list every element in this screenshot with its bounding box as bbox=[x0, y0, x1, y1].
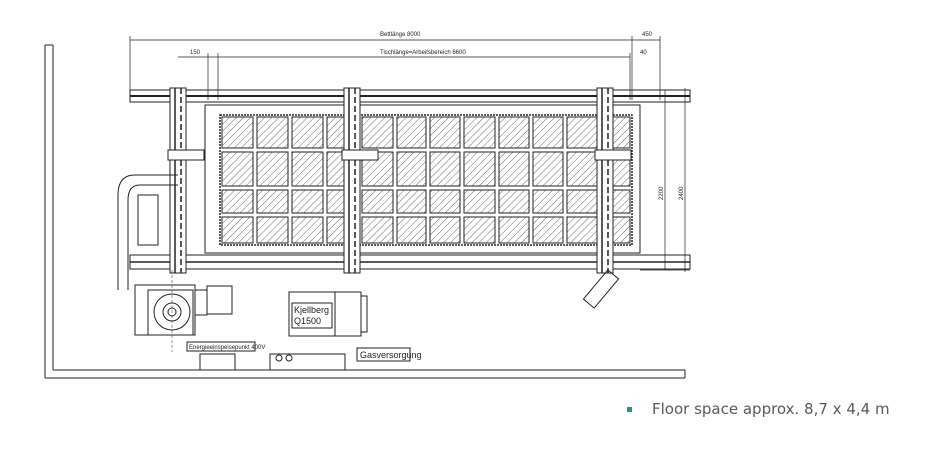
table-slat-cell bbox=[361, 216, 394, 244]
table-slat-cell bbox=[256, 151, 289, 187]
gantries bbox=[167, 87, 632, 274]
table-slat-cell bbox=[498, 151, 530, 187]
dim-width-inner: 2200 bbox=[659, 186, 665, 200]
power-feed-tag bbox=[186, 341, 256, 352]
table-slat-cell bbox=[463, 216, 496, 244]
table-slat-cell bbox=[256, 116, 289, 149]
table-slat-cell bbox=[498, 216, 530, 244]
torch-carriage bbox=[167, 149, 205, 161]
dim-right-offset: 450 bbox=[642, 32, 653, 38]
gantry bbox=[343, 87, 361, 274]
table-slat-cell bbox=[361, 189, 394, 214]
table-slat-cell bbox=[566, 116, 598, 149]
table-slat-cell bbox=[429, 151, 461, 187]
dim-width-outer: 2400 bbox=[679, 186, 685, 200]
torch-head bbox=[582, 269, 620, 309]
plasma-source bbox=[288, 291, 368, 337]
bullet-icon bbox=[627, 406, 632, 412]
dim-bed-length: Bettlänge 8000 bbox=[380, 32, 421, 38]
cutting-table bbox=[219, 114, 633, 246]
table-slat-cell bbox=[221, 151, 254, 187]
table-slat-cell bbox=[256, 216, 289, 244]
table-slat-cell bbox=[291, 116, 324, 149]
table-slat-cell bbox=[532, 151, 564, 187]
plasma-source-label-2: Q1500 bbox=[294, 316, 321, 326]
table-slat-cell bbox=[396, 189, 427, 214]
table-slat-cell bbox=[221, 116, 254, 149]
table-slat-cell bbox=[498, 116, 530, 149]
gantry bbox=[596, 87, 614, 274]
table-slat-cell bbox=[463, 116, 496, 149]
table-slat-cell bbox=[566, 189, 598, 214]
table-slat-cell bbox=[566, 216, 598, 244]
table-slat-cell bbox=[532, 216, 564, 244]
table-slat-cell bbox=[396, 151, 427, 187]
table-slat-cell bbox=[498, 189, 530, 214]
table-slat-cell bbox=[221, 189, 254, 214]
extraction-fan bbox=[134, 270, 233, 352]
table-slat-cell bbox=[291, 151, 324, 187]
table-slat-cell bbox=[532, 189, 564, 214]
power-feed-label: Energieeinspeisepunkt 400V bbox=[189, 345, 265, 351]
table-slat-cell bbox=[566, 151, 598, 187]
plasma-source-label-1: Kjellberg bbox=[294, 305, 329, 315]
table-slat-cell bbox=[291, 216, 324, 244]
gantry bbox=[169, 87, 187, 274]
power-feed-box bbox=[199, 353, 236, 371]
table-slat-cell bbox=[532, 116, 564, 149]
exhaust-duct bbox=[117, 174, 178, 290]
table-slat-cell bbox=[463, 189, 496, 214]
bullet-text: Floor space approx. 8,7 x 4,4 m bbox=[652, 400, 890, 418]
table-frame bbox=[219, 114, 633, 246]
table-slat-cell bbox=[429, 216, 461, 244]
table-slat-cell bbox=[256, 189, 289, 214]
dim-right-small: 40 bbox=[640, 50, 647, 56]
table-slat-cell bbox=[429, 189, 461, 214]
dim-left-offset: 150 bbox=[190, 50, 201, 56]
table-slat-cell bbox=[361, 116, 394, 149]
table-slat-cell bbox=[396, 116, 427, 149]
table-slat-cell bbox=[463, 151, 496, 187]
table-slat-cell bbox=[221, 216, 254, 244]
gas-supply-tag bbox=[356, 347, 411, 362]
bullet-item: Floor space approx. 8,7 x 4,4 m bbox=[627, 400, 890, 418]
torch-carriage bbox=[341, 149, 379, 161]
gas-supply-label: Gasversorgung bbox=[360, 350, 422, 360]
table-slat-cell bbox=[291, 189, 324, 214]
connection-box bbox=[269, 353, 346, 371]
dim-table-length: Tischlänge=Arbeitsbereich 6600 bbox=[380, 50, 466, 56]
building-wall bbox=[44, 44, 686, 379]
table-slat-cell bbox=[429, 116, 461, 149]
torch-carriage bbox=[594, 149, 632, 161]
table-slat-cell bbox=[396, 216, 427, 244]
